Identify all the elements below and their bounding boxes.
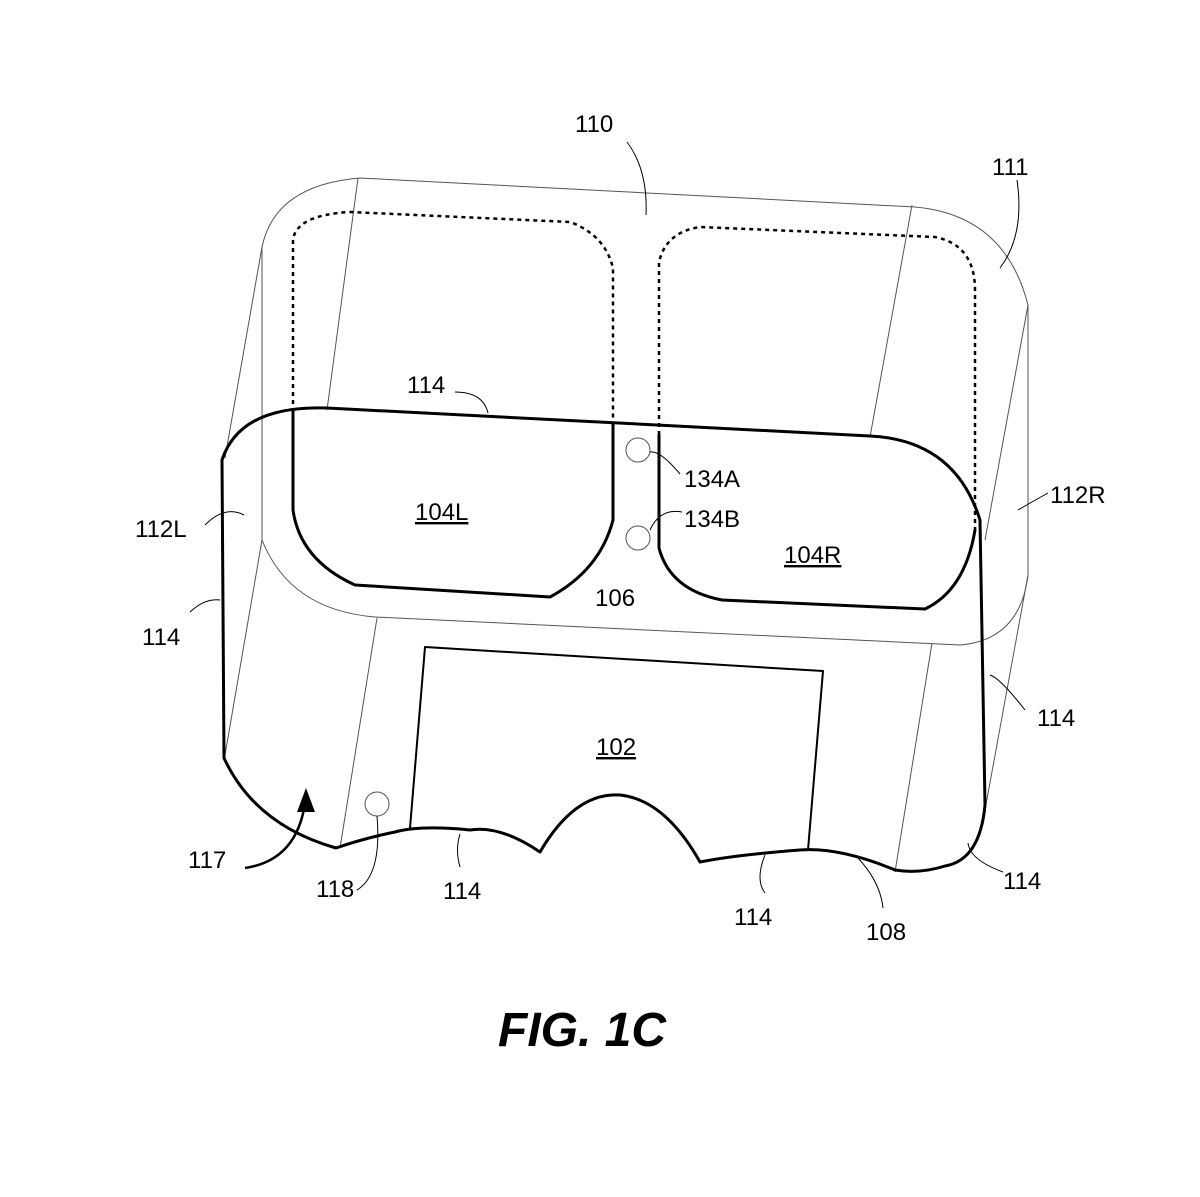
front-frame [220,406,987,873]
label-106: 106 [595,585,635,612]
leader-lines [189,141,1049,909]
label-110: 110 [575,111,613,138]
arrow-head-117 [297,788,315,812]
label-112l: 112L [135,516,187,543]
label-111: 111 [992,154,1028,181]
sensor-134b [625,525,651,551]
label-114-bottom-mid: 114 [734,904,772,931]
label-114-right: 114 [1037,705,1075,732]
label-102: 102 [596,734,636,761]
sensor-134a [625,437,651,463]
label-118: 118 [316,876,354,903]
label-114-bottom-left: 114 [443,878,481,905]
housing-outline [224,177,1029,873]
label-104l: 104L [415,499,468,526]
label-108: 108 [866,919,906,946]
label-134a: 134A [684,466,740,493]
label-114-top: 114 [407,372,445,399]
reference-labels: 110 111 114 134A 134B 112R 112L 104L 104… [135,111,1106,946]
figure-caption: FIG. 1C [498,1004,667,1057]
label-114-left: 114 [142,624,180,651]
label-114-bottom-right: 114 [1003,868,1041,895]
label-112r: 112R [1050,482,1106,509]
sensor-118 [364,791,390,817]
label-134b: 134B [684,506,740,533]
rear-lens-cavities [291,210,977,530]
label-117: 117 [188,847,226,874]
label-104r: 104R [784,542,841,569]
